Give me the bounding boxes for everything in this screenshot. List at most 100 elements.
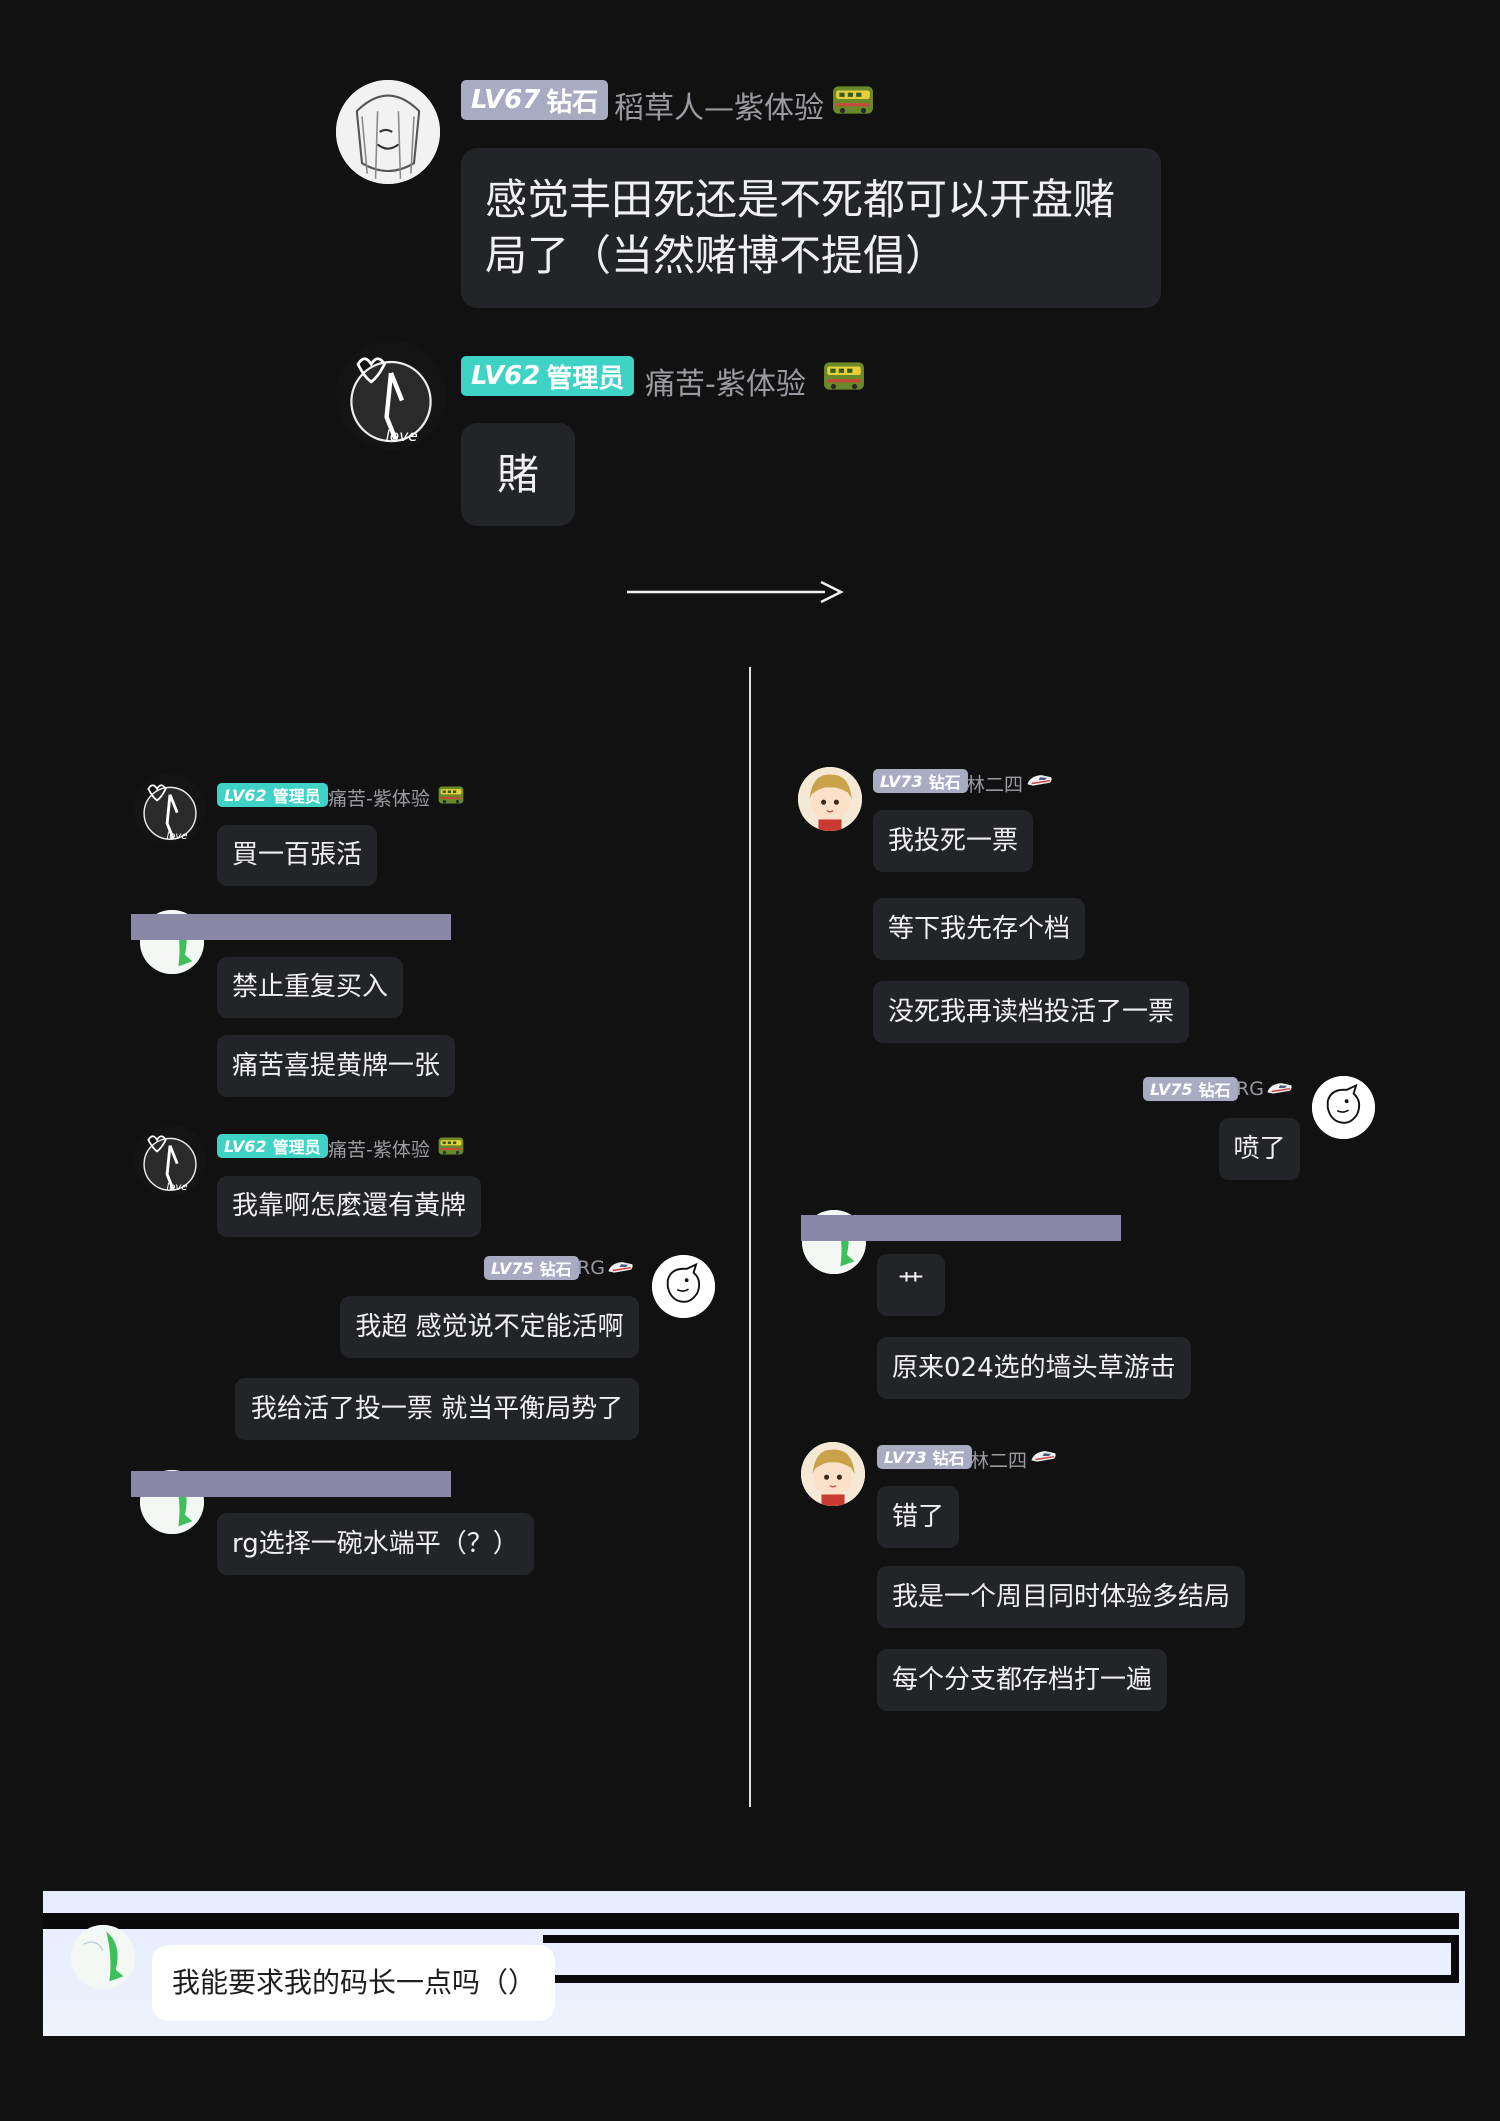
badge-title: 钻石 <box>546 87 599 118</box>
message-text: 没死我再读档投活了一票 <box>888 997 1175 1027</box>
message-bubble[interactable]: 每个分支都存档打一遍 <box>877 1649 1168 1711</box>
username[interactable]: 稻草人—紫体验 <box>614 91 824 126</box>
avatar-green[interactable] <box>71 1925 135 1989</box>
level-badge: LV75 钻石 <box>1143 1077 1238 1101</box>
badge-level: LV62 <box>224 785 267 805</box>
avatar-image <box>336 80 440 184</box>
message-text: 等下我先存个档 <box>888 914 1071 944</box>
avatar-girl[interactable] <box>798 767 862 831</box>
level-badge: LV73 钻石 <box>873 769 968 793</box>
message-bubble[interactable]: 没死我再读档投活了一票 <box>873 981 1190 1043</box>
message-text: 我超 感觉说不定能活啊 <box>355 1312 624 1342</box>
green-train-icon <box>438 1135 464 1157</box>
avatar-love[interactable] <box>134 1124 206 1196</box>
message-text: 错了 <box>892 1502 945 1532</box>
message-bubble[interactable]: 賭 <box>461 423 575 526</box>
column-divider <box>749 667 751 1807</box>
username[interactable]: 林二四 <box>966 774 1024 796</box>
admin-badge: LV62 管理员 <box>461 356 635 396</box>
green-train-icon <box>438 784 464 806</box>
message-text: 我能要求我的码长一点吗（） <box>172 1966 537 1999</box>
avatar-image <box>652 1255 715 1318</box>
avatar-rg[interactable] <box>1312 1076 1375 1139</box>
admin-badge: LV62 管理员 <box>217 1134 328 1158</box>
message-text: 我是一个周目同时体验多结局 <box>892 1582 1231 1612</box>
avatar-love[interactable] <box>134 773 206 845</box>
avatar-rg[interactable] <box>652 1255 715 1318</box>
message-text: 喷了 <box>1233 1134 1286 1164</box>
message-bubble[interactable]: 喷了 <box>1219 1118 1300 1180</box>
arrow-right-icon <box>627 580 844 604</box>
message-text: 我靠啊怎麼還有黃牌 <box>232 1191 467 1221</box>
avatar-image <box>336 340 446 450</box>
message-text: 我投死一票 <box>888 826 1019 856</box>
redaction-box <box>543 1935 1459 1983</box>
message-bubble[interactable]: 我投死一票 <box>873 810 1034 872</box>
message-bubble[interactable]: 等下我先存个档 <box>873 898 1086 960</box>
message-bubble[interactable]: 我靠啊怎麼還有黃牌 <box>217 1176 482 1237</box>
level-badge: LV75 钻石 <box>484 1256 579 1280</box>
fast-train-icon <box>1026 769 1054 791</box>
message-text: 賭 <box>496 450 539 499</box>
message-bubble[interactable]: 禁止重复买入 <box>217 957 404 1018</box>
message-bubble[interactable]: 我给活了投一票 就当平衡局势了 <box>235 1378 639 1440</box>
message-text: 痛苦喜提黄牌一张 <box>232 1051 441 1081</box>
message-bubble[interactable]: 原来024选的墙头草游击 <box>877 1337 1191 1399</box>
avatar-girl[interactable] <box>801 1442 865 1506</box>
avatar-love[interactable] <box>336 340 446 450</box>
admin-badge: LV62 管理员 <box>217 783 328 807</box>
fast-train-icon <box>1030 1445 1058 1467</box>
username[interactable]: 痛苦-紫体验 <box>328 1139 430 1161</box>
redaction-bar <box>131 914 451 940</box>
badge-title: 管理员 <box>272 787 321 806</box>
avatar-image <box>134 1124 206 1196</box>
badge-title: 钻石 <box>928 773 961 792</box>
message-bubble[interactable]: rg选择一碗水端平（？） <box>217 1513 534 1575</box>
badge-level: LV73 <box>884 1447 927 1467</box>
avatar-image <box>801 1442 865 1506</box>
message-line: 局了（当然赌博不提倡） <box>485 231 948 280</box>
username[interactable]: RG <box>1236 1078 1264 1100</box>
message-text: 買一百張活 <box>232 840 363 870</box>
message-text: rg选择一碗水端平（？） <box>232 1529 519 1559</box>
badge-level: LV75 <box>1150 1079 1193 1099</box>
message-text: 禁止重复买入 <box>232 972 389 1002</box>
username[interactable]: 林二四 <box>970 1450 1028 1472</box>
username[interactable]: 痛苦-紫体验 <box>328 788 430 810</box>
badge-level: LV67 <box>471 85 541 115</box>
redaction-bar <box>43 1913 1459 1929</box>
message-bubble[interactable]: 艹 <box>877 1254 945 1316</box>
badge-level: LV75 <box>491 1258 534 1278</box>
badge-title: 钻石 <box>539 1260 572 1279</box>
message-text: 原来024选的墙头草游击 <box>892 1353 1176 1383</box>
message-text: 每个分支都存档打一遍 <box>892 1665 1153 1695</box>
username[interactable]: 痛苦-紫体验 <box>645 367 806 402</box>
badge-title: 钻石 <box>932 1449 965 1468</box>
badge-level: LV62 <box>471 361 541 391</box>
avatar-straw[interactable] <box>336 80 440 184</box>
badge-title: 钻石 <box>1198 1081 1231 1100</box>
fast-train-icon <box>1266 1077 1294 1099</box>
message-text: 我给活了投一票 就当平衡局势了 <box>250 1394 624 1424</box>
username[interactable]: RG <box>577 1257 605 1279</box>
avatar-image <box>71 1925 135 1989</box>
fast-train-icon <box>607 1256 635 1278</box>
level-badge: LV67 钻石 <box>461 80 609 120</box>
message-bubble[interactable]: 感觉丰田死还是不死都可以开盘赌 局了（当然赌博不提倡） <box>461 148 1161 308</box>
message-bubble[interactable]: 買一百張活 <box>217 825 378 886</box>
message-bubble[interactable]: 痛苦喜提黄牌一张 <box>217 1035 456 1097</box>
message-bubble[interactable]: 错了 <box>877 1486 960 1548</box>
avatar-image <box>1312 1076 1375 1139</box>
redaction-bar <box>131 1471 451 1497</box>
message-line: 感觉丰田死还是不死都可以开盘赌 <box>485 175 1116 224</box>
message-text: 艹 <box>897 1270 924 1300</box>
green-train-icon <box>832 82 874 118</box>
redaction-bar <box>801 1215 1121 1241</box>
message-bubble[interactable]: 我超 感觉说不定能活啊 <box>340 1296 639 1358</box>
badge-level: LV73 <box>880 771 923 791</box>
badge-title: 管理员 <box>546 363 625 394</box>
level-badge: LV73 钻石 <box>877 1445 972 1469</box>
message-bubble[interactable]: 我能要求我的码长一点吗（） <box>152 1945 555 2021</box>
message-bubble[interactable]: 我是一个周目同时体验多结局 <box>877 1566 1246 1628</box>
light-chat-panel: 我能要求我的码长一点吗（） <box>43 1891 1465 2036</box>
